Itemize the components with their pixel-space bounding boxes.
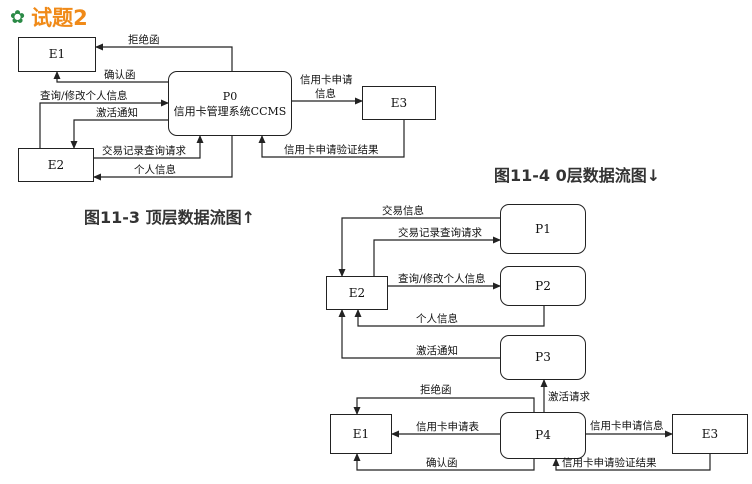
flow-reject-top <box>95 43 233 71</box>
top-label-apply-line1: 信用卡申请 <box>300 74 353 86</box>
l0-process-p2: P2 <box>500 266 586 306</box>
top-label-apply-line2: 信息 <box>315 88 336 100</box>
l0-label-reject: 拒绝函 <box>420 384 452 396</box>
l0-label-verify-result: 信用卡申请验证结果 <box>562 457 657 469</box>
l0-label-txn-query: 交易记录查询请求 <box>398 227 482 239</box>
l0-entity-e1: E1 <box>330 414 392 454</box>
top-diagram-caption: 图11-3 顶层数据流图↑ <box>84 208 256 227</box>
slide-title-text: 试题2 <box>31 6 88 30</box>
top-label-activation: 激活通知 <box>96 107 138 119</box>
flow-txn-query-l0 <box>373 236 501 276</box>
l0-label-personal-info: 个人信息 <box>416 313 458 325</box>
flow-activation-l0 <box>338 309 500 359</box>
flow-query-modify-top <box>39 99 169 148</box>
flow-verify-result-top <box>258 120 405 158</box>
top-entity-e2: E2 <box>18 148 94 182</box>
flow-confirm-top <box>53 71 168 83</box>
top-process-p0-id: P0 <box>222 89 238 103</box>
top-label-personal-info: 个人信息 <box>134 164 176 176</box>
l0-entity-e2: E2 <box>326 276 388 310</box>
l0-process-p1: P1 <box>500 204 586 254</box>
flow-verify-result-l0 <box>552 454 711 471</box>
flow-reject-l0 <box>353 397 535 415</box>
top-entity-e3: E3 <box>362 86 436 120</box>
flow-txn-info-l0 <box>338 217 500 277</box>
gear-icon: ✿ <box>10 6 26 28</box>
top-label-reject: 拒绝函 <box>128 34 160 46</box>
l0-label-txn-info: 交易信息 <box>382 205 424 217</box>
l0-label-apply-form: 信用卡申请表 <box>416 421 479 433</box>
l0-label-activation: 激活通知 <box>416 345 458 357</box>
top-label-query-modify: 查询/修改个人信息 <box>40 90 128 102</box>
top-label-verify-result: 信用卡申请验证结果 <box>284 144 379 156</box>
l0-label-activation-req: 激活请求 <box>548 391 590 403</box>
top-process-p0-name: 信用卡管理系统CCMS <box>173 104 287 118</box>
l0-process-p3: P3 <box>500 335 586 380</box>
top-process-p0: P0 信用卡管理系统CCMS <box>168 71 292 136</box>
top-label-confirm: 确认函 <box>104 69 136 81</box>
flow-confirm-l0 <box>353 453 535 471</box>
top-entity-e1: E1 <box>18 37 96 72</box>
flow-personal-info-top <box>93 136 233 181</box>
l0-label-apply-info: 信用卡申请信息 <box>590 420 664 432</box>
flow-activation-top <box>70 119 168 149</box>
top-label-txn-query: 交易记录查询请求 <box>102 145 186 157</box>
l0-process-p4: P4 <box>500 412 586 459</box>
l0-entity-e3: E3 <box>672 414 748 454</box>
flow-txn-query-top <box>94 135 204 159</box>
level0-diagram-caption: 图11-4 0层数据流图↓ <box>494 166 661 185</box>
l0-label-query-modify: 查询/修改个人信息 <box>398 273 486 285</box>
flow-personal-info-l0 <box>354 306 545 327</box>
l0-label-confirm: 确认函 <box>426 457 458 469</box>
slide-title: ✿ 试题2 <box>10 4 88 30</box>
